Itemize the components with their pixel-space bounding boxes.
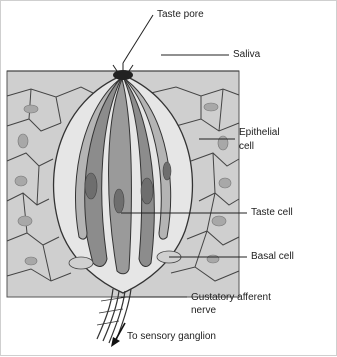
taste-pore <box>113 63 133 80</box>
label-gustatory-1: Gustatory afferent <box>191 292 271 303</box>
label-basal-cell: Basal cell <box>251 251 294 262</box>
ganglion-arrow <box>111 323 125 347</box>
label-taste-cell: Taste cell <box>251 207 293 218</box>
label-saliva: Saliva <box>233 49 260 60</box>
label-taste-pore: Taste pore <box>157 9 204 20</box>
label-epithelial-cell-1: Epithelial <box>239 127 280 138</box>
label-epithelial-cell-2: cell <box>239 141 254 152</box>
label-gustatory-2: nerve <box>191 305 216 316</box>
label-sensory-ganglion: To sensory ganglion <box>127 331 216 342</box>
